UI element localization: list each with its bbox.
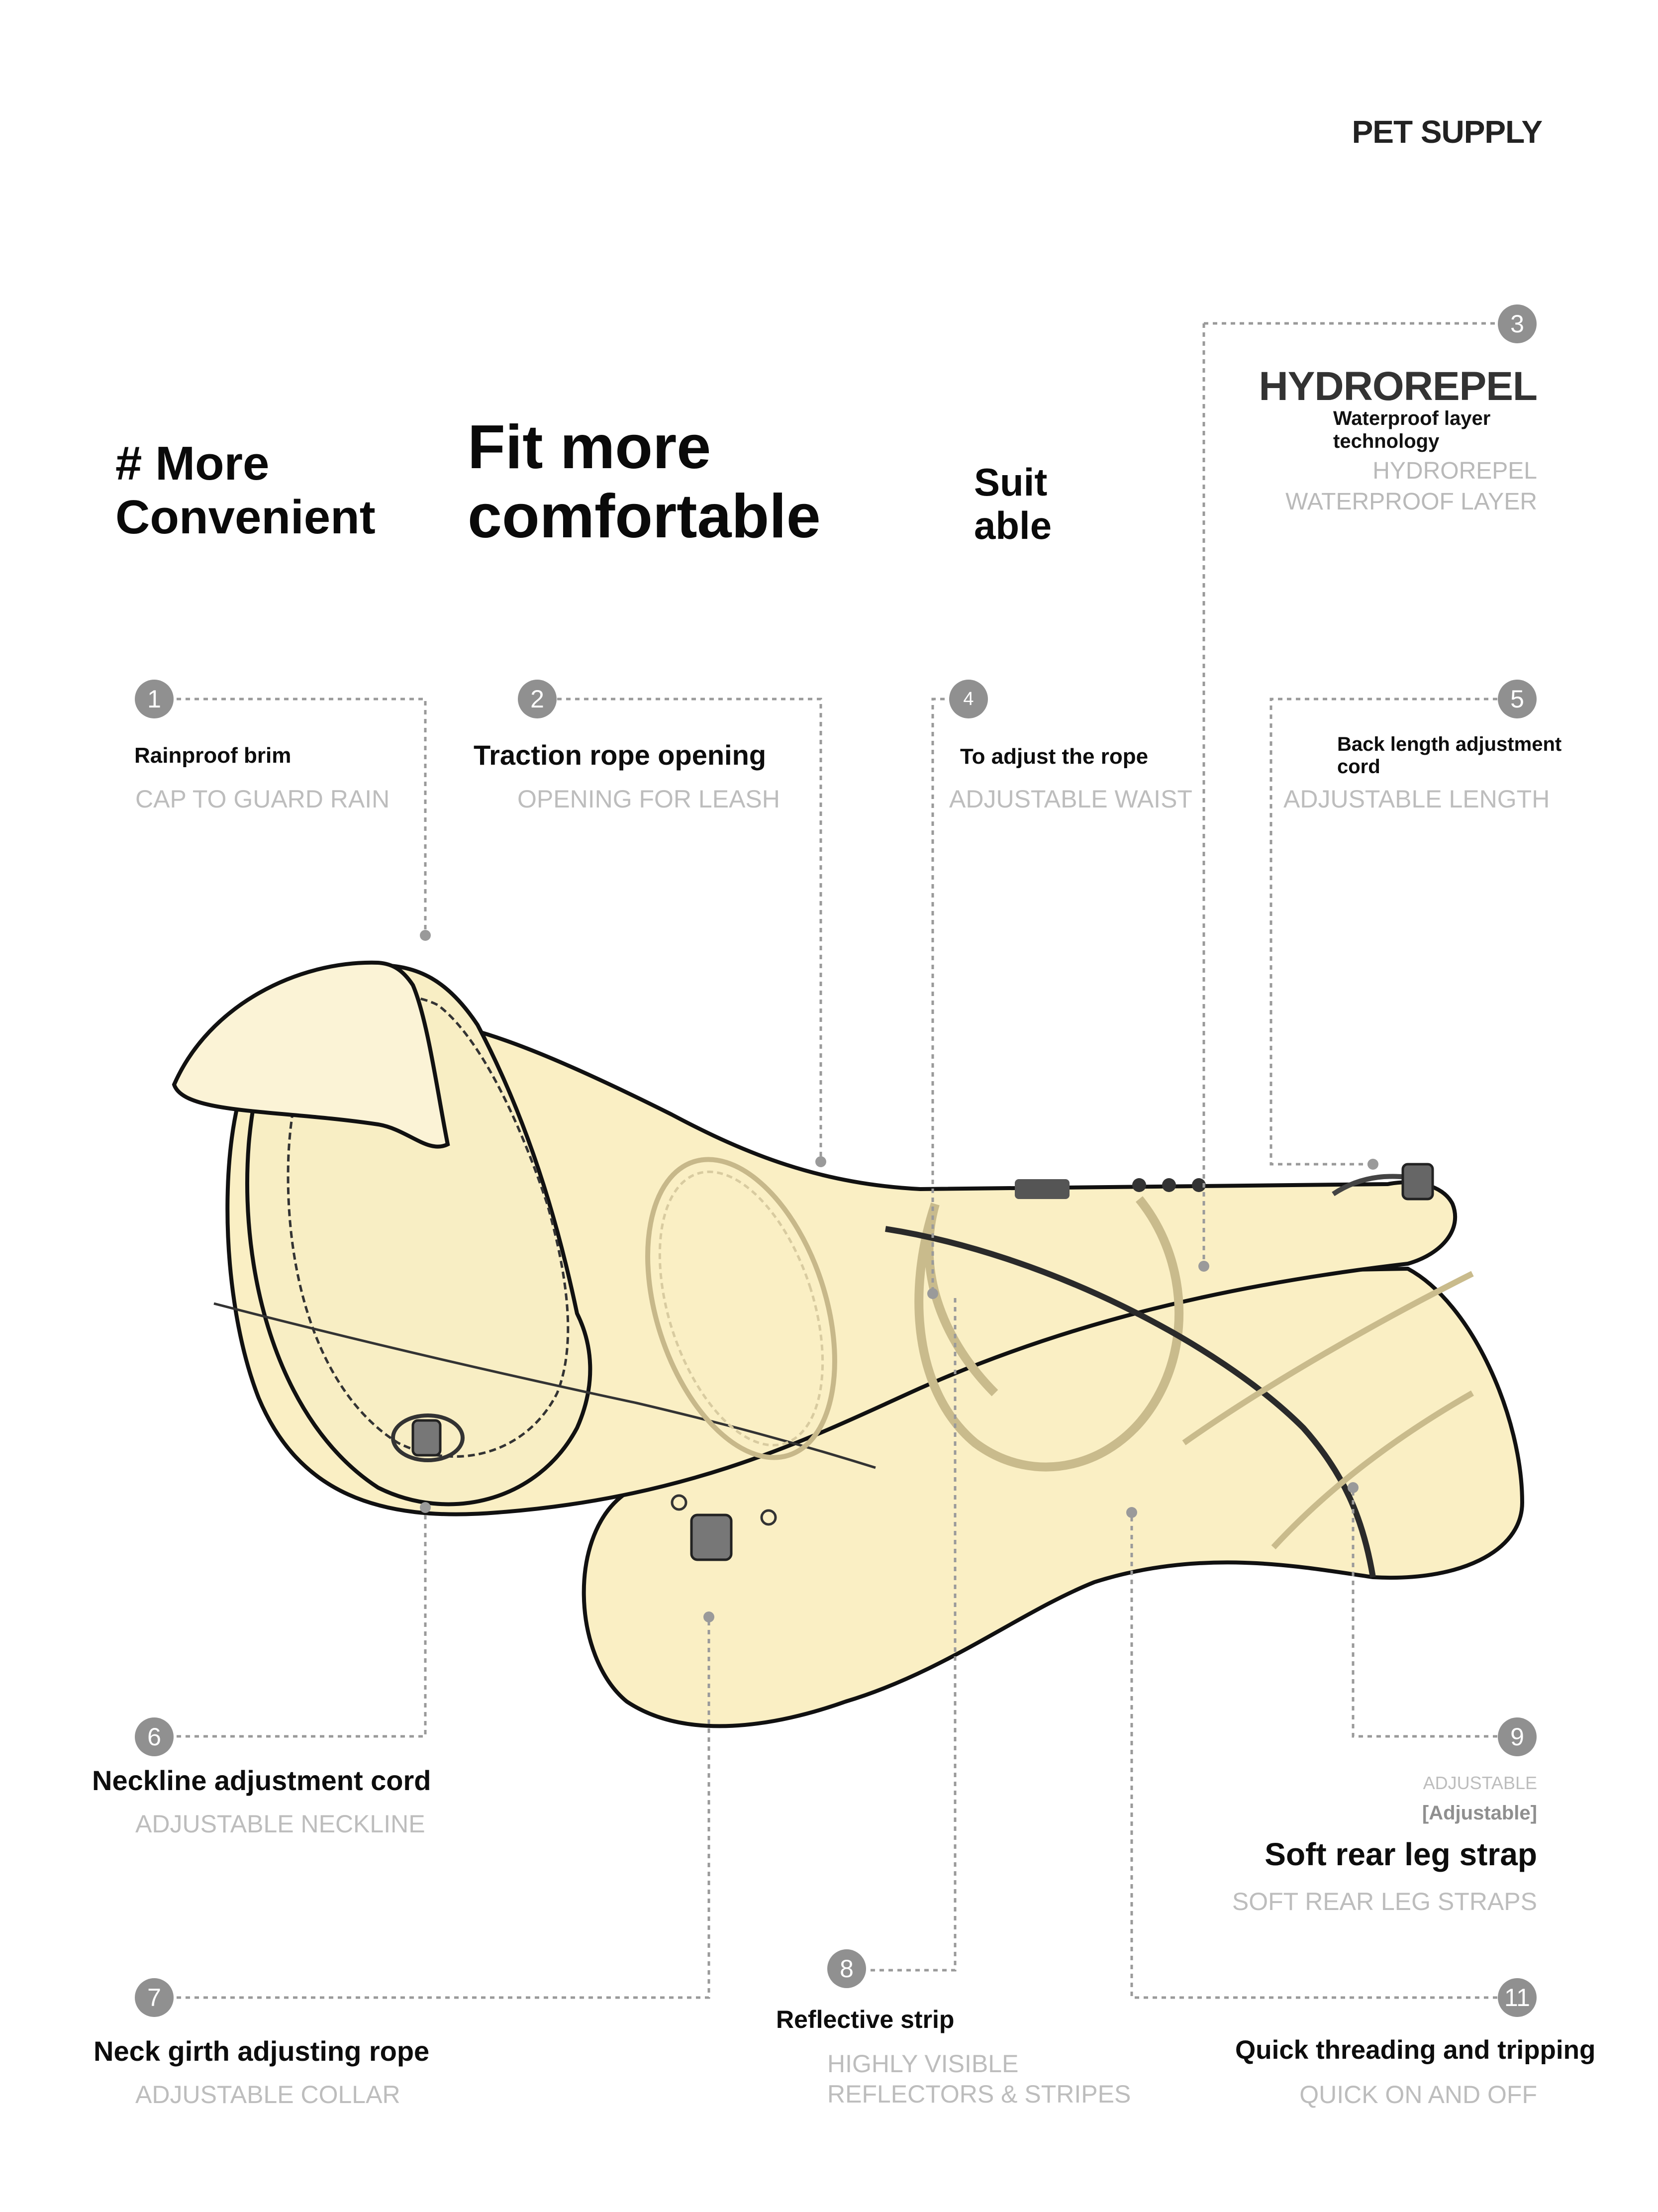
- badge-5: 5: [1498, 680, 1537, 718]
- heading-fit-comfortable: Fit more comfortable: [468, 413, 821, 551]
- back-hole: [1132, 1178, 1146, 1192]
- back-buckle: [1015, 1179, 1070, 1199]
- badge-4: 4: [949, 680, 988, 718]
- callout-tag-adjustable: [Adjustable]: [1422, 1802, 1537, 1824]
- badge-2: 2: [518, 680, 557, 718]
- callout-label-adjust-rope: To adjust the rope: [960, 744, 1149, 769]
- badge-7: 7: [135, 1978, 174, 2017]
- heading-line: comfortable: [468, 482, 821, 551]
- leader-9: [1352, 1488, 1497, 1738]
- badge-3: 3: [1498, 304, 1537, 343]
- leader-11: [1130, 1512, 1497, 1999]
- heading-line: # More: [115, 437, 270, 490]
- leader-dot: [420, 1502, 431, 1513]
- leader-dot: [1348, 1482, 1359, 1493]
- back-hole: [1162, 1178, 1176, 1192]
- leader-8: [871, 1294, 957, 1972]
- heading-more-convenient: # More Convenient: [115, 437, 376, 544]
- callout-label-reflective-strip: Reflective strip: [776, 2006, 955, 2033]
- badge-8: 8: [827, 1949, 866, 1988]
- rear-leg-strap: [1182, 1271, 1474, 1445]
- raincoat-illustration: [172, 960, 1525, 1728]
- back-hole: [1192, 1178, 1206, 1192]
- leader-dot: [1367, 1159, 1378, 1170]
- heading-suitable: Suit able: [974, 460, 1052, 548]
- leader-dot: [703, 1611, 714, 1622]
- neck-girth-toggle: [690, 1513, 733, 1561]
- callout-tag-adjustable-en: ADJUSTABLE: [1423, 1773, 1537, 1793]
- heading-line: Convenient: [115, 490, 376, 544]
- rear-leg-strap-lower: [1271, 1390, 1474, 1550]
- callout-english-length: ADJUSTABLE LENGTH: [1283, 785, 1550, 813]
- callout-english-leash: OPENING FOR LEASH: [517, 785, 780, 813]
- callout-english-collar: ADJUSTABLE COLLAR: [135, 2081, 400, 2109]
- callout-english-waist: ADJUSTABLE WAIST: [949, 785, 1192, 813]
- leader-dot: [420, 930, 431, 941]
- callout-english-reflectors: HIGHLY VISIBLE REFLECTORS & STRIPES: [827, 2050, 1131, 2108]
- callout-english-cap: CAP TO GUARD RAIN: [135, 785, 390, 813]
- neck-ring-seam: [658, 1170, 824, 1447]
- badge-6: 6: [135, 1717, 174, 1756]
- coat-brim: [172, 960, 450, 1149]
- hood-band: [213, 1302, 876, 1469]
- callout-english-rear-leg: SOFT REAR LEG STRAPS: [1232, 1888, 1537, 1915]
- callout-english-neckline: ADJUSTABLE NECKLINE: [135, 1810, 425, 1838]
- leader-5: [1269, 698, 1497, 1166]
- callout-label-rear-leg-strap: Soft rear leg strap: [1265, 1836, 1537, 1872]
- heading-line: Fit more: [468, 413, 711, 482]
- callout-label-neckline-cord: Neckline adjustment cord: [92, 1765, 431, 1796]
- heading-line: able: [974, 503, 1052, 548]
- neck-girth-loop: [760, 1509, 777, 1526]
- tail-toggle: [1401, 1163, 1434, 1201]
- callout-label-quick-threading: Quick threading and tripping: [1235, 2035, 1596, 2065]
- callout-english-quick: QUICK ON AND OFF: [1299, 2081, 1537, 2109]
- neckline-toggle: [411, 1419, 442, 1457]
- badge-1: 1: [135, 680, 174, 718]
- leader-2: [557, 698, 822, 1159]
- badge-9: 9: [1498, 1717, 1537, 1756]
- reflective-strip: [885, 1226, 1376, 1578]
- leader-dot: [1198, 1261, 1209, 1272]
- brand-name: PET SUPPLY: [1352, 114, 1543, 150]
- hydrorepel-title: HYDROREPEL: [1259, 364, 1538, 409]
- leader-dot: [927, 1288, 938, 1299]
- leader-dot: [815, 1156, 826, 1167]
- leader-dot: [1126, 1507, 1137, 1518]
- leader-6: [177, 1508, 427, 1738]
- hydrorepel-english: HYDROREPEL WATERPROOF LAYER: [1285, 458, 1537, 515]
- harness-strap: [914, 1196, 1184, 1472]
- leader-7: [177, 1617, 710, 1999]
- badge-11: 11: [1498, 1978, 1537, 2017]
- neck-girth-loop: [671, 1494, 687, 1511]
- hood-seam: [287, 994, 570, 1458]
- harness-side: [924, 1203, 998, 1397]
- neckline-cord: [391, 1413, 465, 1462]
- heading-line: Suit: [974, 460, 1048, 504]
- leader-1: [177, 698, 427, 933]
- callout-label-neck-girth: Neck girth adjusting rope: [94, 2035, 430, 2067]
- hydrorepel-subtitle: Waterproof layer technology: [1333, 407, 1491, 452]
- callout-label-traction-rope: Traction rope opening: [474, 739, 767, 771]
- leader-dots: [420, 930, 1378, 1622]
- callout-label-rainproof-brim: Rainproof brim: [134, 743, 292, 768]
- callout-label-back-length: Back length adjustment cord: [1337, 733, 1562, 778]
- neck-ring: [645, 1157, 837, 1460]
